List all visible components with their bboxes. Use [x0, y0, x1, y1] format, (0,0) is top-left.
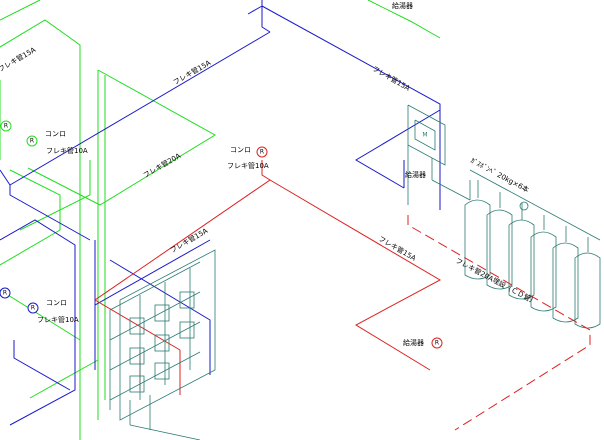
- meter-base: [129, 424, 201, 440]
- regulator-2-label: R: [30, 138, 34, 145]
- buried-pipe: [407, 215, 591, 431]
- label-flex20a: フレキ管20A: [142, 151, 183, 180]
- cylinder-2: [486, 209, 513, 290]
- cylinder-gauge: [519, 201, 529, 211]
- meter-box-5: [154, 334, 170, 352]
- cylinder-1: [464, 199, 491, 280]
- label-konro-3: コンロ: [46, 299, 67, 307]
- gas-cylinders: [464, 169, 601, 329]
- regulator-4: [0, 287, 11, 299]
- cylinder-3: [508, 219, 535, 300]
- meter-box-1: [129, 317, 145, 335]
- red-pipes: [94, 160, 442, 395]
- label-konro-2: コンロ: [230, 146, 251, 154]
- regulator-6-label: R: [435, 340, 439, 347]
- meter-frame-2: [109, 261, 201, 311]
- heater-meter-label: M: [422, 132, 427, 139]
- label-flex10a-3: フレキ管10A: [37, 315, 79, 324]
- blue-pipe-mid: [0, 169, 11, 186]
- meter-box-6: [179, 321, 195, 339]
- label-kyutoki-mid: 給湯器: [405, 170, 426, 179]
- blue-pipe-lower: [0, 219, 76, 426]
- cylinder-header-1: [469, 169, 601, 241]
- regulator-3-label: R: [260, 149, 264, 156]
- green-pipe-zigzag: [0, 169, 61, 266]
- blue-pipes: [0, 0, 441, 426]
- meter-box-7: [129, 375, 145, 393]
- regulator-2: [26, 135, 38, 147]
- label-flex15a-mid: フレキ管15A: [172, 58, 213, 87]
- regulator-5-label: R: [31, 305, 35, 312]
- green-pipe-20a-box: [27, 69, 216, 206]
- green-pipe-left-bottom: [0, 289, 81, 341]
- blue-pipe-top: [247, 0, 263, 15]
- blue-pipe-10a-lower: [13, 340, 71, 391]
- cylinder-5: [552, 242, 579, 323]
- label-flex15a-lower-right: フレキ管15A: [377, 234, 418, 263]
- regulator-3: [256, 146, 268, 158]
- label-buried: フレキ管20A埋設（ＣＤ管）: [454, 256, 538, 307]
- blue-pipe-top-2: [261, 6, 271, 33]
- heater-frame-inner: [414, 119, 436, 151]
- label-konro-1: コンロ: [45, 130, 66, 138]
- meter-array: [109, 249, 216, 440]
- label-flex15a-top-left: フレキ管15A: [0, 45, 37, 74]
- blue-pipe-right: [261, 5, 441, 189]
- heater-to-header: [431, 179, 471, 201]
- red-pipe-15a-right: [269, 179, 442, 371]
- label-flex10a-1: フレキ管10A: [46, 146, 88, 155]
- label-flex15a-right: フレキ管15A: [371, 64, 412, 93]
- cylinder-6: [574, 252, 601, 329]
- blue-pipe-15a-main: [9, 31, 271, 241]
- regulator-1: [0, 120, 12, 132]
- label-kyutoki-top: 給湯器: [392, 1, 413, 10]
- heater-frame: [407, 104, 446, 166]
- text-labels: 給湯器 フレキ管15A フレキ管15A フレキ管15A コンロ フレキ管10A …: [0, 1, 538, 347]
- regulator-6: [431, 337, 443, 349]
- regulator-1-label: R: [4, 123, 8, 130]
- heater-assembly: [407, 104, 471, 205]
- meter-box-2: [154, 304, 170, 322]
- meter-box-8: [154, 362, 170, 380]
- blue-pipe-lower-right: [109, 259, 211, 375]
- label-flex10a-2: フレキ管10A: [227, 161, 269, 170]
- regulator-symbols: R R R R R R M: [0, 120, 443, 349]
- blue-pipe-15a-lower: [94, 239, 211, 306]
- buried-pipe-line: [407, 215, 591, 431]
- regulator-5: [27, 302, 39, 314]
- green-pipe-top-left: [0, 0, 41, 21]
- label-kyutoki-bottom: 給湯器: [403, 338, 424, 347]
- meter-frame-1: [119, 249, 216, 421]
- green-pipe-branch-mid: [19, 160, 91, 231]
- green-pipe-diagonal-upper: [0, 19, 81, 440]
- green-pipe-bottom: [29, 359, 99, 399]
- regulator-4-label: R: [3, 290, 7, 297]
- label-flex15a-lower: フレキ管15A: [169, 226, 210, 255]
- meter-box-3: [179, 291, 195, 309]
- meter-box-4: [129, 347, 145, 365]
- cylinder-4: [530, 231, 557, 312]
- green-pipe-top-right: [367, 0, 441, 39]
